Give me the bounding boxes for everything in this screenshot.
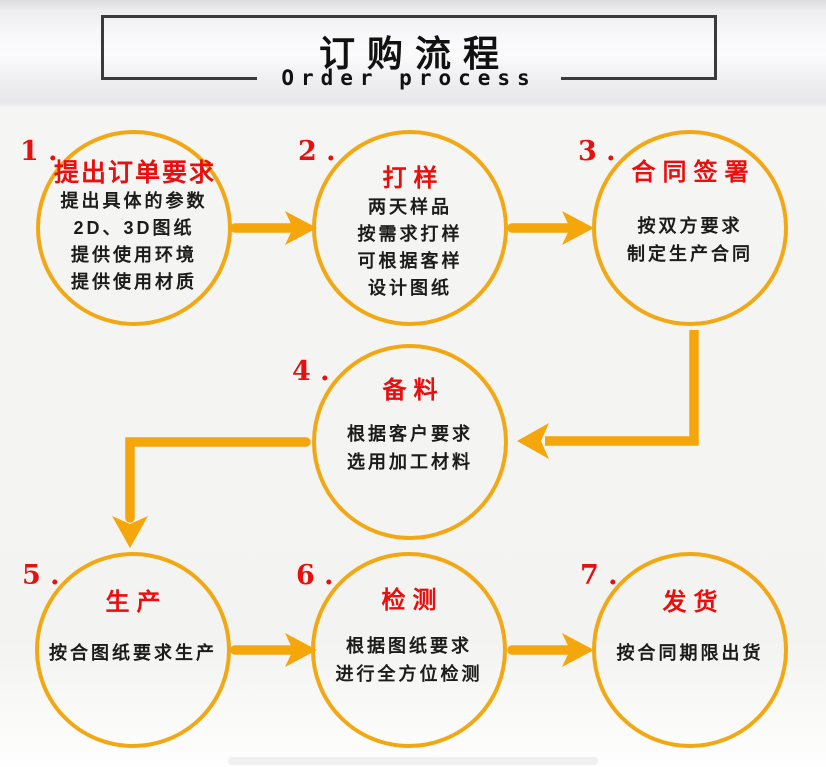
- elbow-arrow-step3-to-step4: [517, 330, 699, 459]
- step-details: 按合同期限出货: [617, 640, 764, 667]
- header-subtitle-row: Order process: [101, 66, 717, 90]
- page-title: 订购流程: [318, 33, 511, 75]
- step-details: 按双方要求 制定生产合同: [627, 212, 753, 268]
- step-details: 两天样品 按需求打样 可根据客样 设计图纸: [358, 194, 463, 302]
- step-title: 备料: [382, 377, 445, 404]
- step-details: 提出具体的参数 2D、3D图纸 提供使用环境 提供使用材质: [61, 188, 208, 296]
- step-details: 根据客户要求 选用加工材料: [347, 420, 473, 476]
- step-title: 检测: [381, 587, 444, 614]
- step-title: 合同签署: [631, 159, 756, 186]
- arrow-right-step1-to-step2: [230, 211, 317, 245]
- step-detail: 提供使用环境: [71, 245, 197, 265]
- step-title: 生产: [105, 589, 168, 616]
- step-3-circle: 合同签署 按双方要求 制定生产合同: [592, 130, 788, 326]
- step-detail: 根据图纸要求: [346, 636, 472, 656]
- arrow-right-step6-to-step7: [507, 633, 594, 667]
- step-detail: 进行全方位检测: [335, 664, 483, 684]
- step-detail: 按合图纸要求生产: [49, 643, 217, 663]
- step-7-number: 7 .: [580, 560, 618, 591]
- step-4-circle: 备料 根据客户要求 选用加工材料: [312, 344, 508, 540]
- step-7-circle: 发货 按合同期限出货: [592, 552, 788, 748]
- arrow-right-step2-to-step3: [507, 211, 594, 245]
- elbow-arrow-step4-to-step5: [112, 437, 311, 548]
- step-detail: 2D、3D图纸: [73, 218, 195, 238]
- step-detail: 两天样品: [368, 197, 452, 217]
- step-detail: 设计图纸: [368, 278, 452, 298]
- arrow-right-step5-to-step6: [230, 633, 317, 667]
- step-details: 根据图纸要求 进行全方位检测: [336, 632, 483, 688]
- footer-divider: [228, 757, 598, 765]
- step-detail: 提供使用材质: [71, 272, 197, 292]
- step-detail: 按合同期限出货: [616, 643, 764, 663]
- step-title: 发货: [662, 589, 725, 616]
- subtitle-line-right: [560, 76, 717, 80]
- step-detail: 制定生产合同: [627, 244, 753, 264]
- step-3-number: 3 .: [578, 136, 616, 167]
- step-2-circle: 打样 两天样品 按需求打样 可根据客样 设计图纸: [312, 130, 508, 326]
- step-4-number: 4 .: [292, 356, 330, 387]
- header-box: 订购流程 Order process: [101, 15, 717, 90]
- step-detail: 按双方要求: [637, 216, 743, 236]
- step-title: 提出订单要求: [53, 159, 216, 187]
- page-subtitle: Order process: [281, 66, 537, 90]
- step-1-circle: 提出订单要求 提出具体的参数 2D、3D图纸 提供使用环境 提供使用材质: [36, 130, 232, 326]
- subtitle-line-left: [101, 76, 258, 80]
- step-detail: 提出具体的参数: [60, 191, 208, 211]
- step-6-number: 6 .: [296, 560, 334, 591]
- step-detail: 根据客户要求: [347, 424, 473, 444]
- step-title: 打样: [382, 165, 445, 192]
- step-1-number: 1 .: [20, 136, 58, 167]
- step-detail: 按需求打样: [357, 224, 463, 244]
- step-5-circle: 生产 按合图纸要求生产: [35, 552, 231, 748]
- step-detail: 选用加工材料: [347, 452, 473, 472]
- step-6-circle: 检测 根据图纸要求 进行全方位检测: [311, 552, 507, 748]
- step-details: 按合图纸要求生产: [49, 640, 217, 667]
- step-5-number: 5 .: [22, 560, 60, 591]
- step-2-number: 2 .: [298, 136, 336, 167]
- step-detail: 可根据客样: [357, 251, 463, 271]
